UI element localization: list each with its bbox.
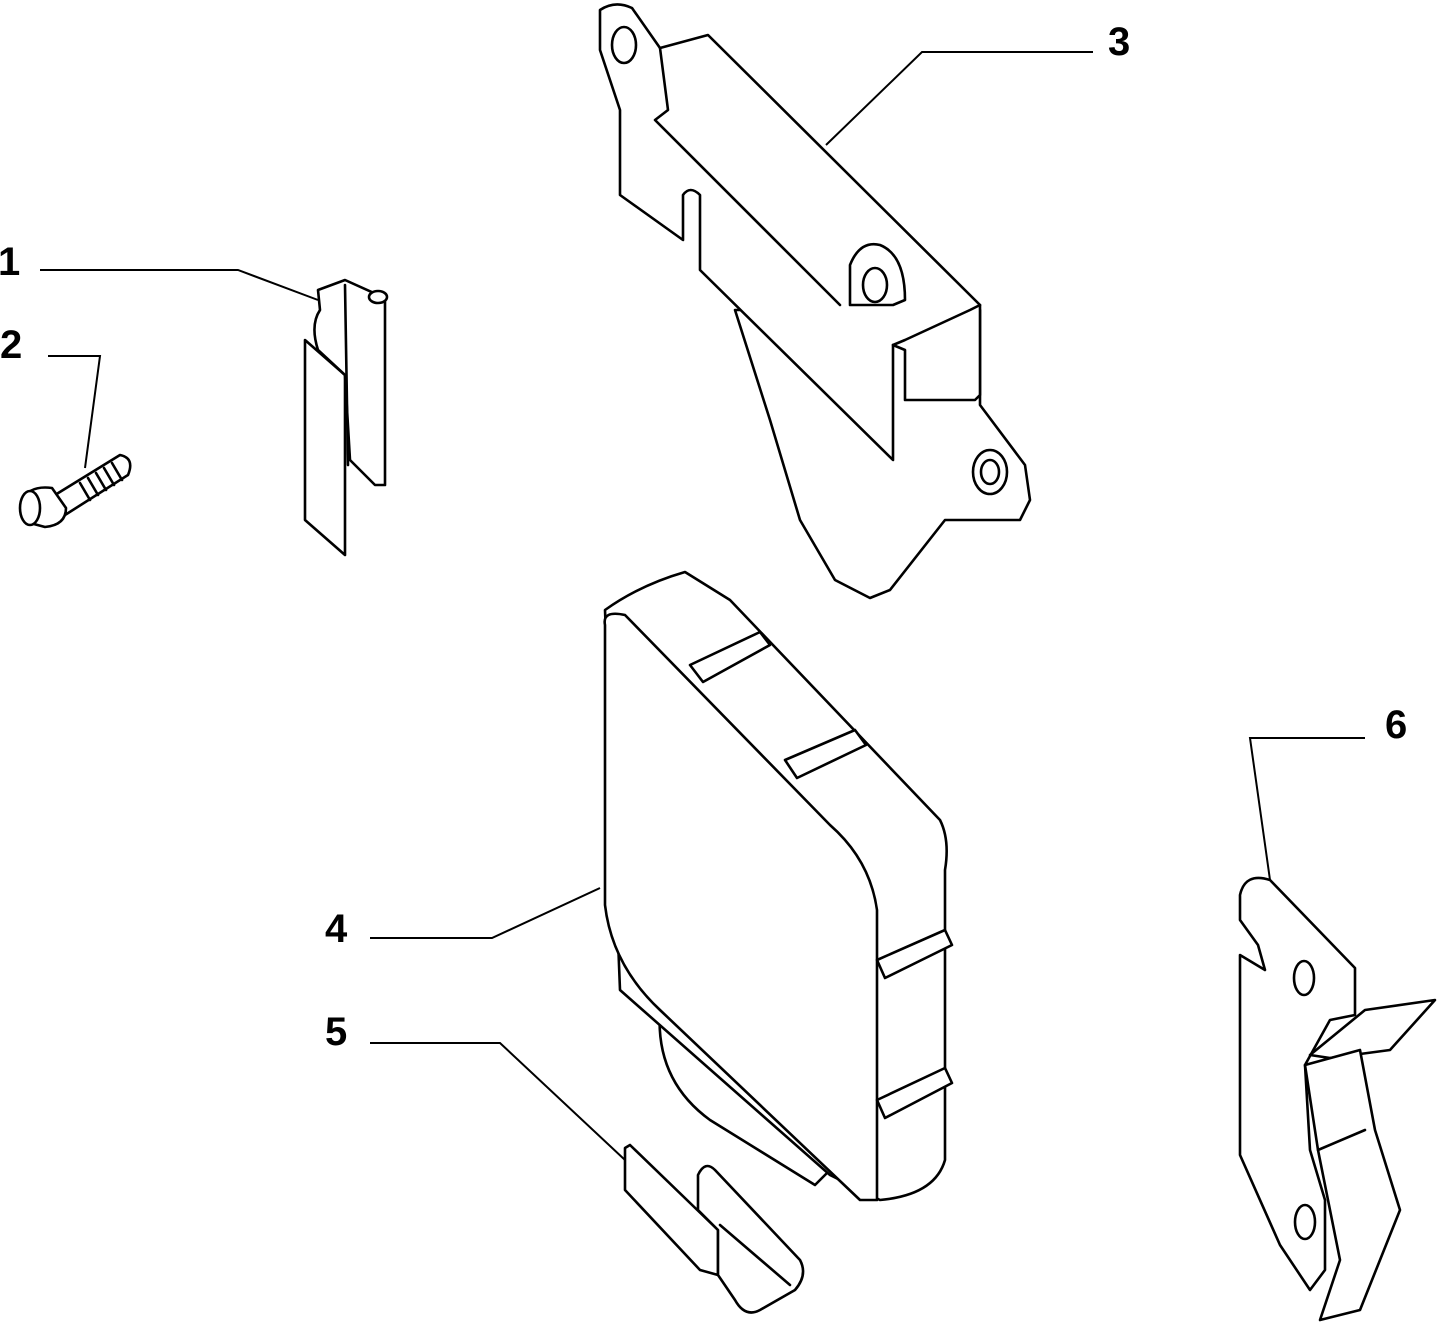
module-rib-side-2 [875,1066,954,1120]
leader-line-2 [48,355,102,469]
bracket6-plate [1238,876,1357,1292]
callout-6: 6 [1385,703,1407,747]
part-2-screw [18,453,132,529]
module-rib-top [688,630,772,684]
callout-2: 2 [0,323,22,367]
clip-roll [367,289,389,305]
bracket6-arm-body [1303,1048,1402,1322]
part-5-clip [623,1143,805,1314]
leader-line-4 [370,887,601,939]
clip-fold [343,283,350,467]
bracket6-arm-top [1308,998,1437,1060]
leader-line-5 [370,1042,626,1161]
screw-head-face [18,489,42,527]
bracket6-fold [1316,1128,1367,1152]
clip5-fold [718,1223,792,1287]
callout-5: 5 [325,1010,347,1054]
screw-thread [78,461,124,502]
clip5-channel [696,1164,805,1314]
clip-back-plate [303,338,347,557]
module-rib-side-1 [875,928,954,980]
bracket-fold [891,303,982,347]
bracket6-hole-top [1292,959,1316,997]
module-rib-mid [783,728,868,780]
bracket-hole-lower-inner [979,458,1001,486]
bracket-hole-mid [861,266,889,304]
clip-front-plate [313,278,387,487]
leader-line-1 [40,269,319,301]
bracket-hole-top [610,25,638,65]
callout-4: 4 [325,907,348,951]
part-1-clip [303,278,389,557]
bracket-edge [653,46,842,307]
leader-line-3 [825,51,1093,146]
callout-1: 1 [0,240,20,284]
part-6-bracket [1238,876,1437,1322]
part-3-bracket [598,3,1032,600]
bracket6-hole-bottom [1293,1203,1317,1241]
leader-line-6 [1248,737,1365,881]
part-4-control-module [603,570,954,1202]
callout-3: 3 [1108,20,1130,64]
module-face [603,612,879,1202]
